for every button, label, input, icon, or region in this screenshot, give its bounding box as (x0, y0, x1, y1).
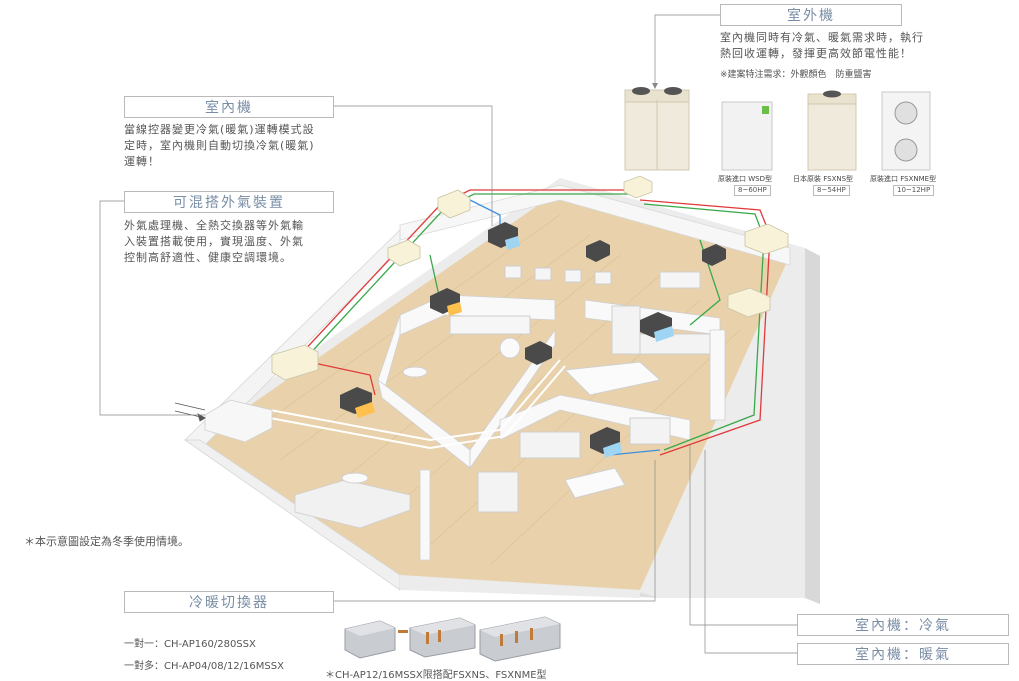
model-wsd-name: 原裝進口 WSD型 (718, 175, 772, 183)
outdoor-main-unit (624, 87, 690, 171)
fresh-air-desc-line3: 控制高舒適性、健康空調環境。 (124, 251, 292, 264)
outdoor-model-fsxns (807, 90, 857, 171)
leader-lines (99, 14, 797, 654)
arrow-head (652, 83, 658, 89)
model-wsd-hp: 8~60HP (734, 185, 771, 196)
front-bottom-wall (400, 575, 640, 598)
outdoor-title: 室外機 (720, 4, 902, 26)
switcher-line2: 一對多：CH-AP04/08/12/16MSSX (124, 661, 284, 672)
fresh-air-title: 可混搭外氣裝置 (124, 191, 334, 213)
switcher-footnote: ＊CH-AP12/16MSSX限搭配FSXNS、FSXNME型 (325, 670, 547, 681)
furniture (294, 265, 711, 529)
indoor-title: 室內機 (124, 96, 334, 118)
fresh-air-desc-line2: 入裝置搭載使用，實現溫度、外氣 (124, 235, 304, 248)
winter-note: ＊本示意圖設定為冬季使用情境。 (24, 535, 189, 548)
indoor-desc-line1: 當線控器變更冷氣(暖氣)運轉模式設 (124, 123, 315, 136)
outdoor-model-wsd (721, 101, 773, 171)
indoor-desc-line3: 運轉！ (124, 155, 160, 168)
model-fsxnme-name: 原裝進口 FSXNME型 (870, 175, 937, 183)
switch-box-products (344, 616, 561, 662)
fresh-air-arrows (174, 402, 206, 422)
ceiling-equipment (271, 175, 789, 381)
model-fsxns-hp: 8~54HP (813, 185, 850, 196)
indoor-desc-line2: 定時，室內機則自動切換冷氣(暖氣) (124, 139, 315, 152)
switcher-title: 冷暖切換器 (124, 591, 334, 613)
fresh-air-unit (204, 399, 273, 443)
switcher-line1: 一對一：CH-AP160/280SSX (124, 639, 256, 650)
legend-heat: 室內機：暖氣 (797, 643, 1009, 665)
model-fsxnme-hp: 10~12HP (893, 185, 935, 196)
fresh-air-desc-line1: 外氣處理機、全熱交換器等外氣輸 (124, 219, 304, 232)
right-outer-wall (805, 248, 820, 604)
outdoor-model-fsxnme (881, 91, 931, 171)
outdoor-desc-line1: 室內機同時有冷氣、暖氣需求時，執行 (720, 31, 924, 44)
indoor-units (340, 222, 726, 458)
outdoor-note: ※建案特注需求：外觀顏色 防重鹽害 (720, 70, 872, 80)
outdoor-desc-line2: 熱回收運轉，發揮更高效節電性能！ (720, 47, 912, 60)
model-fsxns-name: 日本原裝 FSXNS型 (793, 175, 854, 183)
legend-cool: 室內機：冷氣 (797, 614, 1009, 636)
